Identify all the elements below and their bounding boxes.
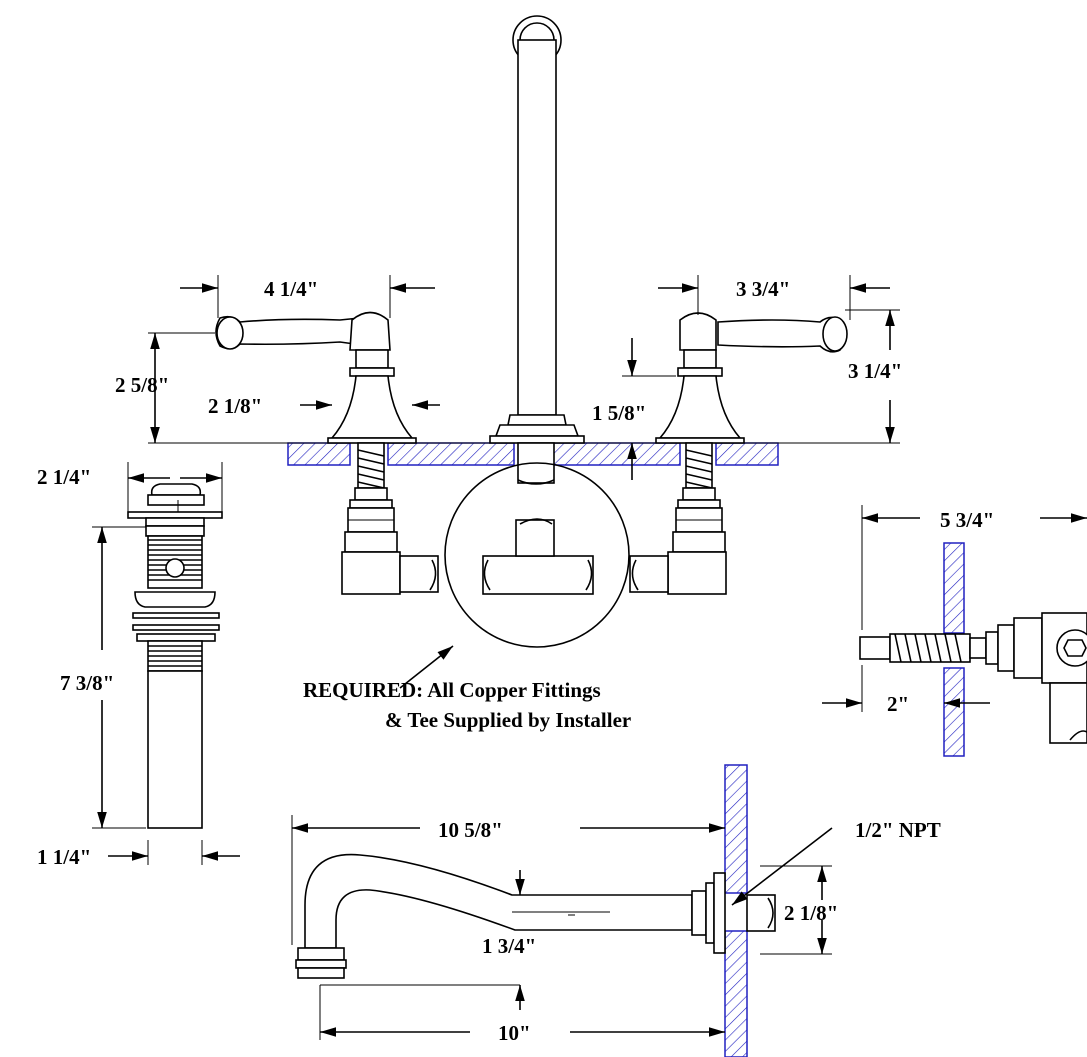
required-note-line2: & Tee Supplied by Installer (385, 708, 631, 732)
drain-assembly (127, 483, 223, 829)
dim-handle-right-height: 3 1/4" (848, 359, 902, 383)
dimension-lines-side (822, 505, 1087, 712)
dim-spout-reach: 10 5/8" (438, 818, 503, 842)
dim-spout-flange: 2 1/8" (784, 901, 838, 925)
dim-spout-thread: 1/2" NPT (855, 818, 941, 842)
dim-spout-outlet-reach: 10" (498, 1021, 531, 1045)
dim-drain-length: 7 3/8" (60, 671, 114, 695)
required-note-line1: REQUIRED: All Copper Fittings (303, 678, 601, 702)
side-view (859, 542, 1087, 757)
dim-handle-left-height: 2 5/8" (115, 373, 169, 397)
dim-spout-rise: 1 3/4" (482, 934, 536, 958)
tee-detail-circle (444, 462, 630, 648)
right-handle (629, 312, 848, 595)
dim-drain-pipe-diameter: 1 1/4" (37, 845, 91, 869)
dim-side-depth: 5 3/4" (940, 508, 994, 532)
dim-handle-left-width: 4 1/4" (264, 277, 318, 301)
dim-deck-thickness: 1 5/8" (592, 401, 646, 425)
dimension-lines-drain (92, 462, 240, 865)
arrow-icon (399, 645, 454, 689)
dim-handle-right-width: 3 3/4" (736, 277, 790, 301)
dimension-lines-spout (291, 815, 833, 1040)
left-handle (215, 311, 439, 595)
dim-side-wall: 2" (887, 692, 909, 716)
dim-base-diameter: 2 1/8" (208, 394, 262, 418)
spout-side-view (295, 764, 776, 1057)
spout-riser (489, 15, 585, 485)
dim-drain-top-diameter: 2 1/4" (37, 465, 91, 489)
dimension-lines-top (148, 275, 900, 480)
